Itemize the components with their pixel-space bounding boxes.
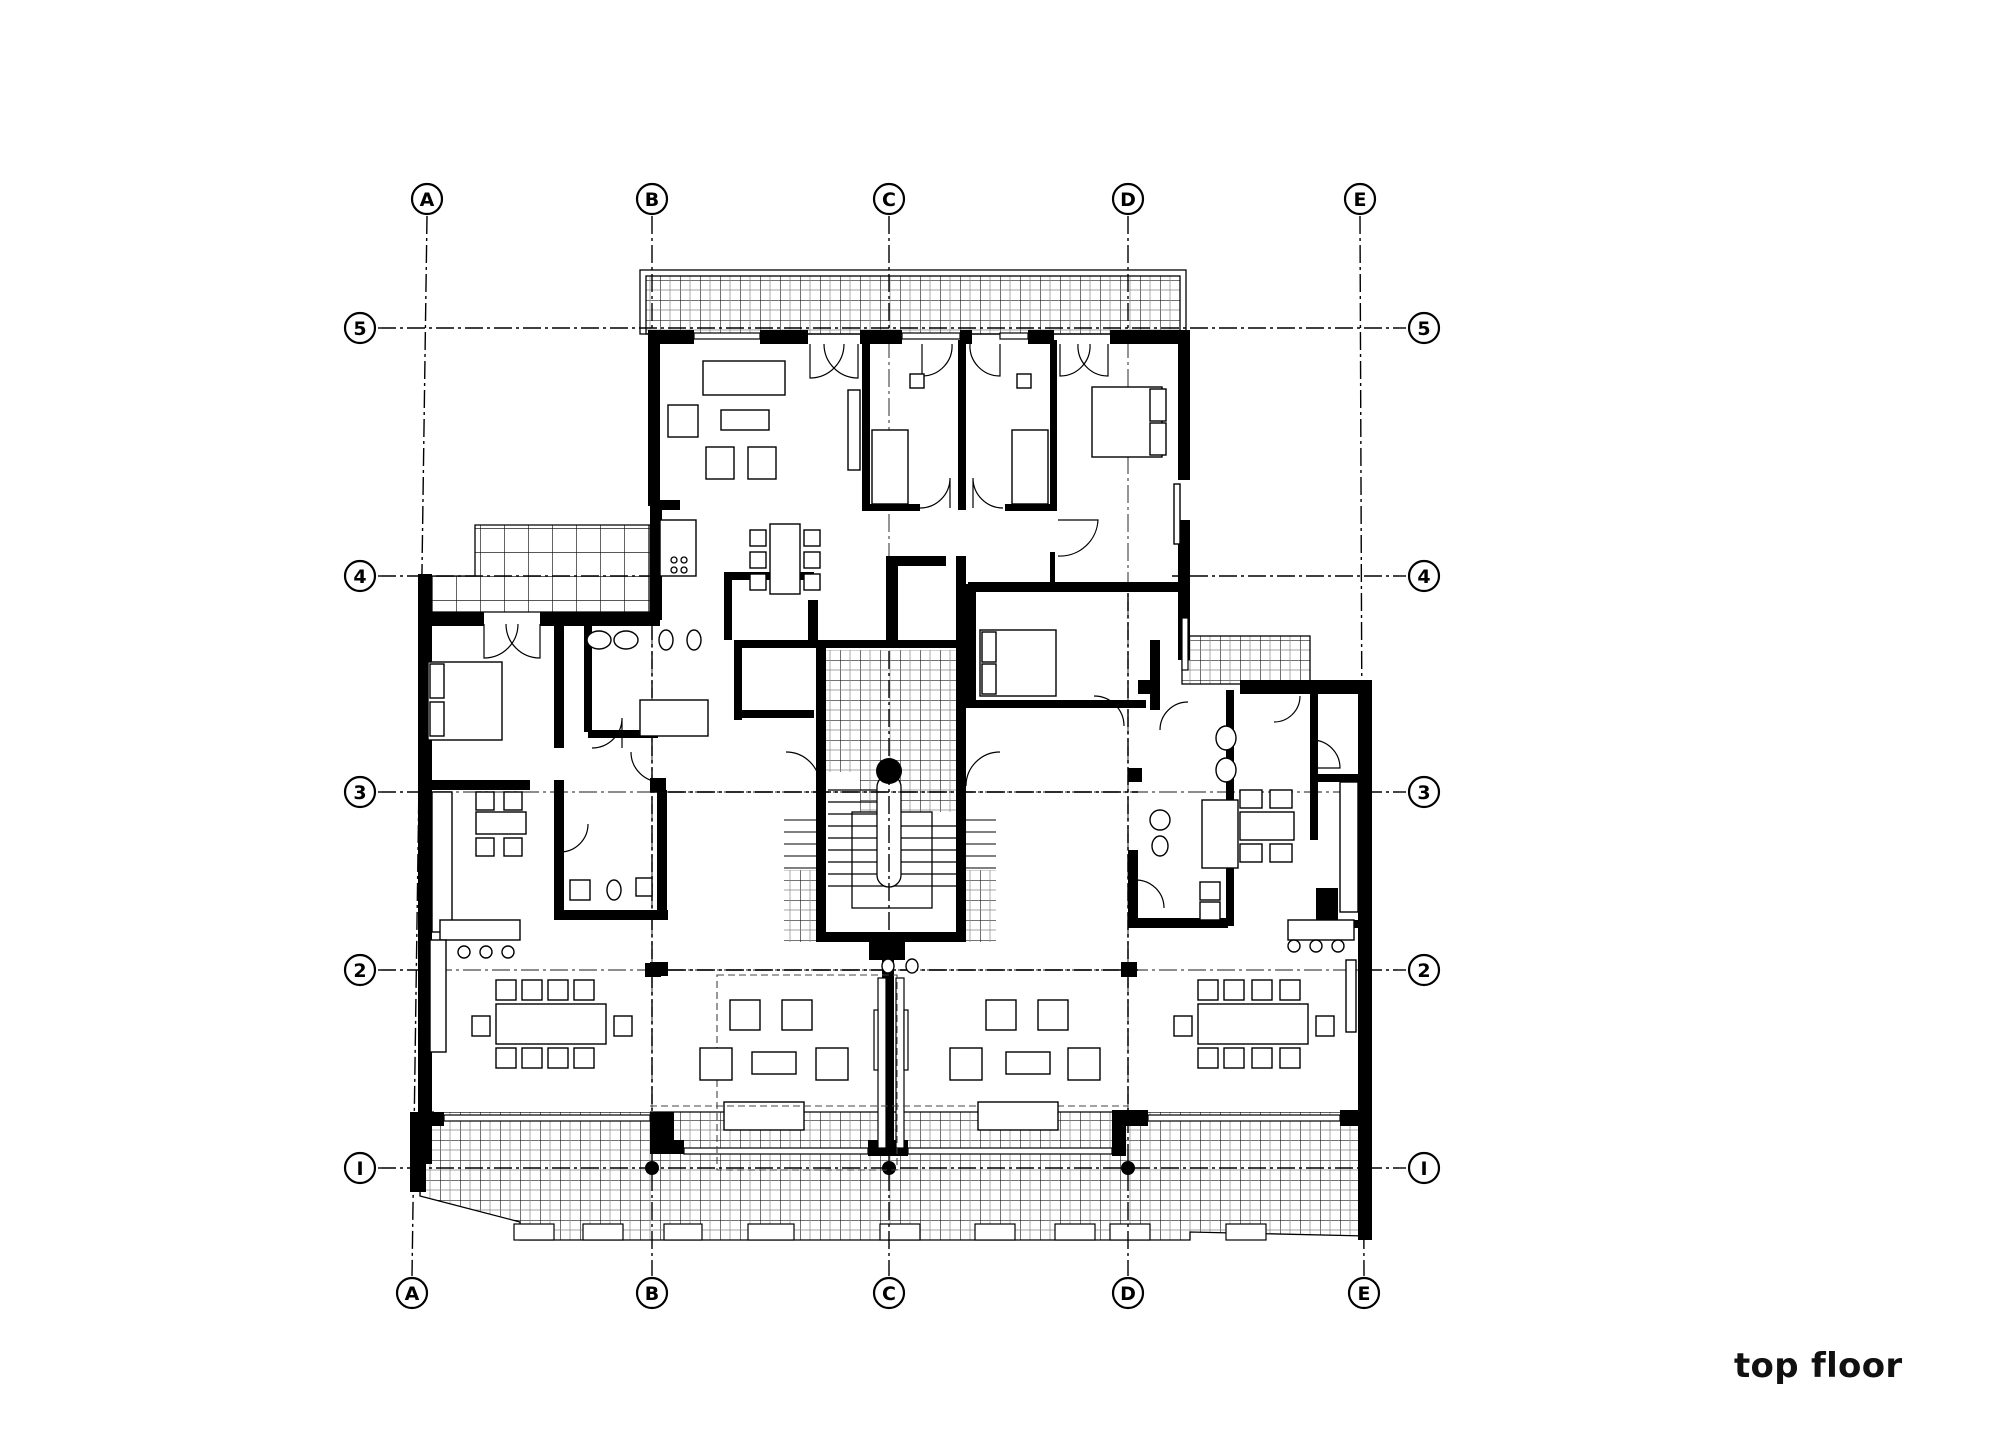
svg-text:D: D (1120, 1283, 1136, 1305)
grid-bubble-2-right: 2 (1407, 953, 1441, 987)
svg-text:C: C (882, 1283, 896, 1305)
grid-bubble-4-right: 4 (1407, 559, 1441, 593)
drawing-title: top floor (1734, 1346, 1903, 1386)
grid-bubble-2-left: 2 (343, 953, 377, 987)
grid-bubble-3-left: 3 (343, 775, 377, 809)
side-stairs (784, 819, 996, 942)
grid-bubble-b-bottom: B (635, 1276, 669, 1310)
west-terrace (427, 524, 651, 613)
svg-text:D: D (1120, 189, 1136, 211)
grid-bubble-e-top: E (1343, 182, 1377, 216)
grid-bubbles-top: A B C D E (410, 182, 1377, 216)
svg-text:I: I (1420, 1158, 1427, 1180)
center-east-lounge (949, 999, 1101, 1131)
svg-text:5: 5 (1417, 318, 1430, 340)
svg-text:C: C (882, 189, 896, 211)
grid-bubble-1-right: I (1407, 1151, 1441, 1185)
grid-bubble-3-right: 3 (1407, 775, 1441, 809)
grid-bubble-c-top: C (872, 182, 906, 216)
grid-bubble-5-left: 5 (343, 311, 377, 345)
svg-text:E: E (1354, 189, 1367, 211)
svg-text:3: 3 (1417, 782, 1430, 804)
svg-text:B: B (645, 1283, 659, 1305)
structural-columns (645, 963, 1137, 1175)
grid-bubbles-right: 5 4 3 2 I (1407, 311, 1441, 1185)
svg-text:5: 5 (353, 318, 366, 340)
grid-bubble-c-bottom: C (872, 1276, 906, 1310)
grid-bubble-e-bottom: E (1347, 1276, 1381, 1310)
grid-bubble-a-top: A (410, 182, 444, 216)
svg-text:B: B (645, 189, 659, 211)
svg-text:I: I (356, 1158, 363, 1180)
grid-bubble-d-top: D (1111, 182, 1145, 216)
svg-text:2: 2 (1417, 960, 1430, 982)
grid-bubbles-bottom: A B C D E (395, 1276, 1381, 1310)
windows (443, 332, 1341, 1155)
north-terrace (645, 275, 1181, 335)
east-terrace (1181, 635, 1311, 685)
walls (410, 330, 1372, 1240)
svg-text:2: 2 (353, 960, 366, 982)
svg-text:A: A (405, 1283, 420, 1305)
svg-text:4: 4 (353, 566, 366, 588)
grid-bubble-d-bottom: D (1111, 1276, 1145, 1310)
grid-bubbles-left: 5 4 3 2 I (343, 311, 377, 1185)
grid-bubble-4-left: 4 (343, 559, 377, 593)
grid-bubble-1-left: I (343, 1151, 377, 1185)
center-west-lounge (650, 974, 1128, 1171)
svg-text:3: 3 (353, 782, 366, 804)
furniture (427, 360, 1359, 1171)
south-planters (513, 1223, 1267, 1241)
svg-text:E: E (1358, 1283, 1371, 1305)
grid-bubble-5-right: 5 (1407, 311, 1441, 345)
grid-bubble-b-top: B (635, 182, 669, 216)
svg-text:4: 4 (1417, 566, 1430, 588)
grid-bubble-a-bottom: A (395, 1276, 429, 1310)
svg-text:A: A (420, 189, 435, 211)
